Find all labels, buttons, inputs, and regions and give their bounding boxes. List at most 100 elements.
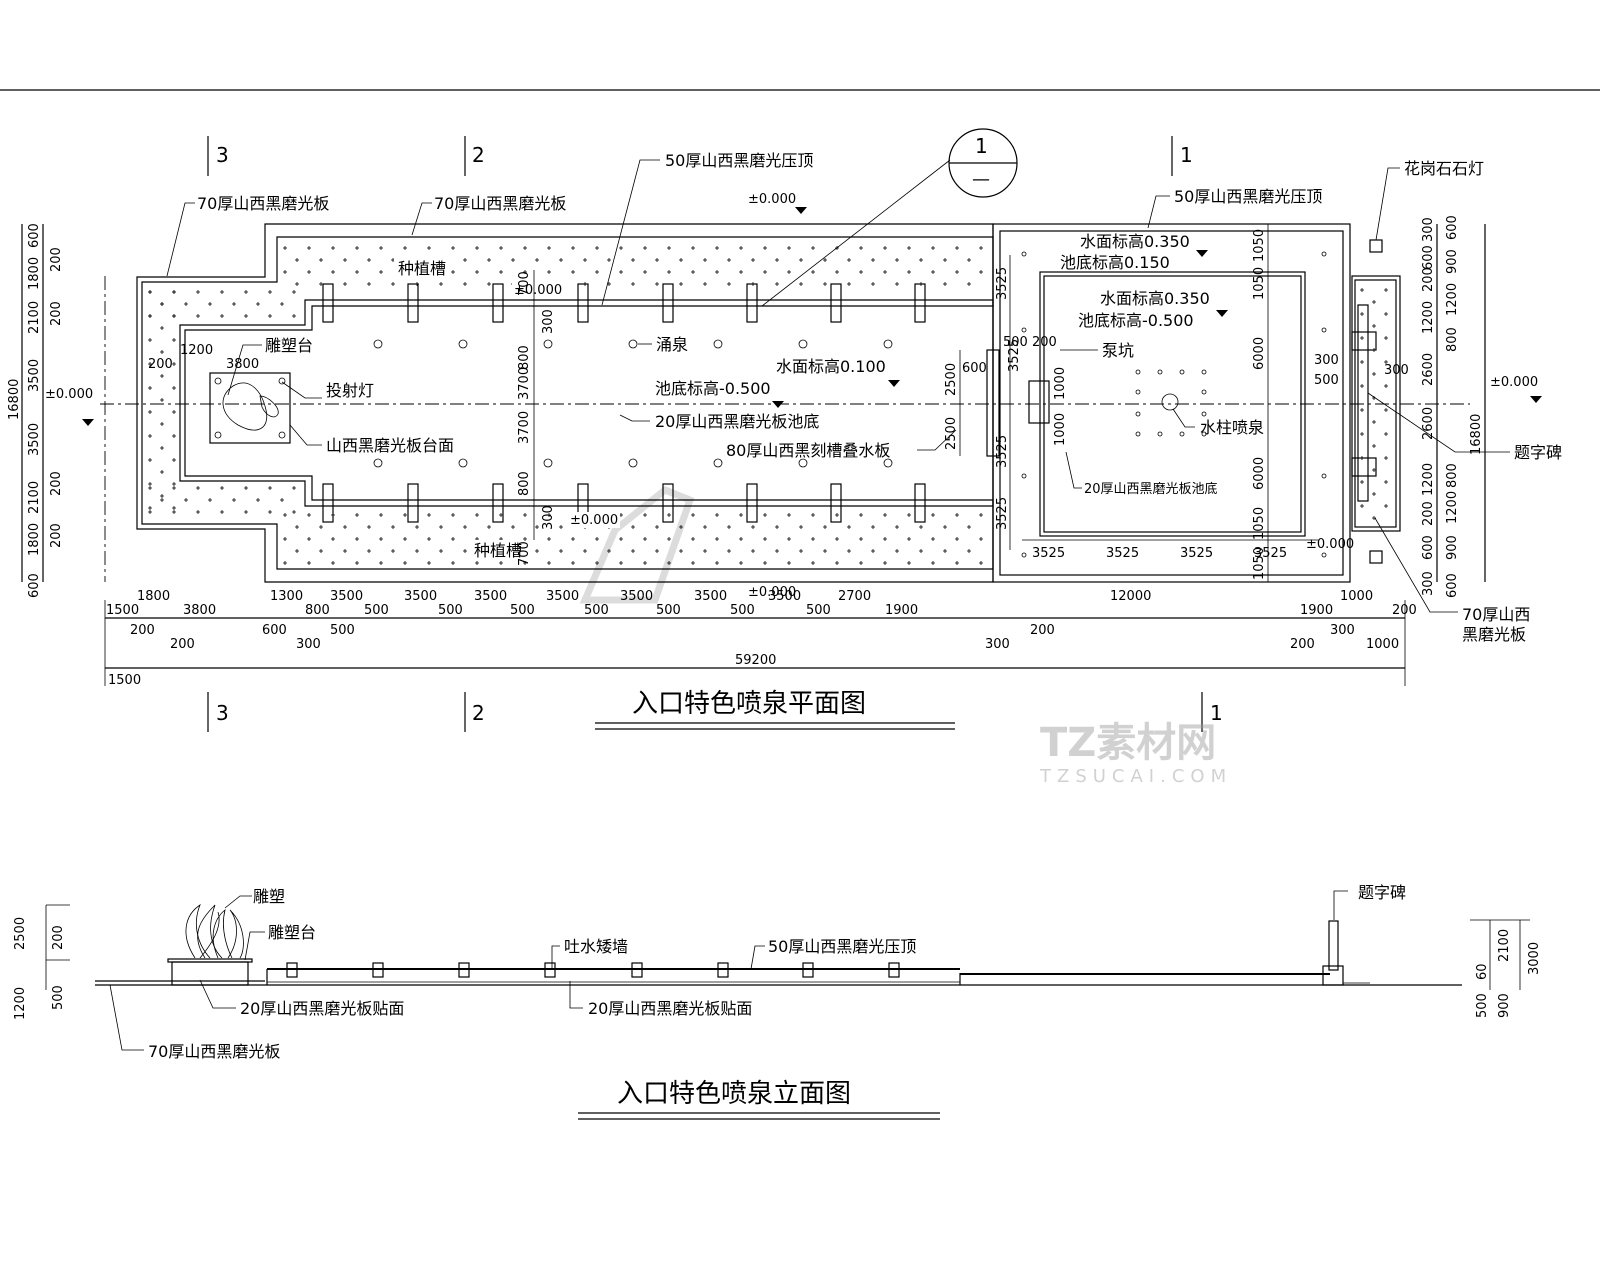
dim-bottom-text: 200 bbox=[1030, 623, 1055, 638]
plant-icon bbox=[847, 525, 851, 529]
leader bbox=[761, 159, 951, 307]
plant-icon bbox=[283, 513, 287, 517]
dim-pool-text: 3525 bbox=[1106, 546, 1139, 561]
sculpture-outline-2 bbox=[259, 395, 279, 418]
plant-icon bbox=[835, 537, 839, 541]
plant-icon bbox=[835, 270, 839, 274]
dim-pit-500: 500 bbox=[1003, 335, 1028, 350]
plant-icon bbox=[919, 549, 923, 553]
plant-icon bbox=[523, 513, 527, 517]
plant-icon bbox=[451, 537, 455, 541]
plant-icon bbox=[883, 246, 887, 250]
plant-icon bbox=[715, 513, 719, 517]
elev-label-inscription: 题字碑 bbox=[1358, 883, 1406, 902]
dim-bottom-text: 3500 bbox=[694, 589, 727, 604]
plant-icon bbox=[172, 510, 176, 514]
plant-icon bbox=[1372, 324, 1376, 328]
plant-icon bbox=[1360, 456, 1364, 460]
pool-outer bbox=[992, 223, 1351, 583]
dim-right-text: 1200 bbox=[1421, 463, 1436, 496]
dim-left-total: 16800 bbox=[7, 379, 22, 420]
plant-icon bbox=[319, 549, 323, 553]
dim-pool-text: 1050 bbox=[1252, 229, 1267, 262]
plant-icon bbox=[763, 246, 767, 250]
jet-icon bbox=[1179, 431, 1185, 437]
plant-icon bbox=[823, 282, 827, 286]
dim-bottom-text: 3500 bbox=[546, 589, 579, 604]
plant-icon bbox=[727, 258, 731, 262]
dim-bottom-text: 3500 bbox=[330, 589, 363, 604]
plant-icon bbox=[931, 513, 935, 517]
dim-bottom-text: 300 bbox=[1330, 623, 1355, 638]
plant-icon bbox=[232, 498, 236, 502]
plant-icon bbox=[715, 270, 719, 274]
dim-right-text: 600 bbox=[1421, 535, 1436, 560]
dim-left-text: 600 bbox=[27, 573, 42, 598]
elev-top-planter: ±0.000 bbox=[514, 283, 562, 298]
plant-icon bbox=[739, 270, 743, 274]
plant-icon bbox=[883, 270, 887, 274]
plant-icon bbox=[148, 290, 152, 294]
dim-bottom-text: 1500 bbox=[106, 603, 139, 618]
plant-icon bbox=[283, 246, 287, 250]
section-mark-1-top: 1 bbox=[1180, 143, 1193, 167]
label-mask bbox=[512, 282, 564, 298]
plant-icon bbox=[1360, 480, 1364, 484]
watermark-text: TZ素材网 TZSUCAI.COM bbox=[1039, 720, 1226, 787]
plant-icon bbox=[943, 282, 947, 286]
dim-right-text: 200 bbox=[1421, 501, 1436, 526]
plant-icon bbox=[220, 510, 224, 514]
plant-icon bbox=[931, 537, 935, 541]
dim-weir-600: 600 bbox=[962, 361, 987, 376]
jet-icon bbox=[1135, 431, 1141, 437]
water-column-icon bbox=[1161, 393, 1179, 411]
plant-icon bbox=[811, 246, 815, 250]
elev-spout-block bbox=[631, 962, 643, 978]
plant-icon bbox=[811, 561, 815, 565]
plant-icon bbox=[787, 270, 791, 274]
plant-icon bbox=[763, 561, 767, 565]
leader bbox=[551, 945, 560, 969]
spring-icon bbox=[798, 339, 808, 349]
plant-icon bbox=[607, 258, 611, 262]
section-mark-1-bottom: 1 bbox=[1210, 701, 1223, 725]
plant-icon bbox=[883, 537, 887, 541]
spout-block bbox=[914, 483, 926, 523]
plant-icon bbox=[160, 398, 164, 402]
dim-bottom-text: 500 bbox=[364, 603, 389, 618]
label-mask bbox=[470, 540, 524, 560]
label-granite-lamp: 花岗石石灯 bbox=[1404, 159, 1484, 178]
dim-pool-text: 3525 bbox=[1254, 546, 1287, 561]
plant-icon bbox=[1384, 408, 1388, 412]
dim-bottom-extra: 1500 bbox=[108, 673, 141, 688]
dim-left-text: 200 bbox=[49, 471, 64, 496]
plant-icon bbox=[295, 549, 299, 553]
section-mark-2-bottom: 2 bbox=[472, 701, 485, 725]
dim-bottom-text: 500 bbox=[584, 603, 609, 618]
plant-icon bbox=[955, 513, 959, 517]
dim-stele-300-a: 300 bbox=[1314, 353, 1339, 368]
plant-icon bbox=[655, 549, 659, 553]
plant-icon bbox=[691, 246, 695, 250]
elev-label-facing-1: 20厚山西黑磨光板贴面 bbox=[240, 999, 404, 1018]
plant-icon bbox=[487, 258, 491, 262]
label-sculpture-base: 雕塑台 bbox=[265, 336, 313, 355]
elev-dim-3000: 3000 bbox=[1527, 942, 1542, 975]
plant-icon bbox=[811, 537, 815, 541]
dim-pool-text: 3525 bbox=[1180, 546, 1213, 561]
plant-icon bbox=[955, 246, 959, 250]
dim-bottom-text: 800 bbox=[305, 603, 330, 618]
plant-icon bbox=[1372, 492, 1376, 496]
plant-icon bbox=[148, 434, 152, 438]
plant-icon bbox=[619, 270, 623, 274]
dim-pool-text: 6000 bbox=[1252, 457, 1267, 490]
section-mark-3-bottom: 3 bbox=[216, 701, 229, 725]
leader bbox=[289, 424, 322, 446]
plant-icon bbox=[523, 246, 527, 250]
dim-pool-text: 1050 bbox=[1252, 507, 1267, 540]
label-weir-slab: 80厚山西黑刻槽叠水板 bbox=[726, 441, 890, 460]
fountain-nozzle-icon bbox=[1021, 251, 1027, 257]
spotlight-icon bbox=[278, 377, 286, 385]
plant-icon bbox=[631, 258, 635, 262]
plant-icon bbox=[439, 282, 443, 286]
